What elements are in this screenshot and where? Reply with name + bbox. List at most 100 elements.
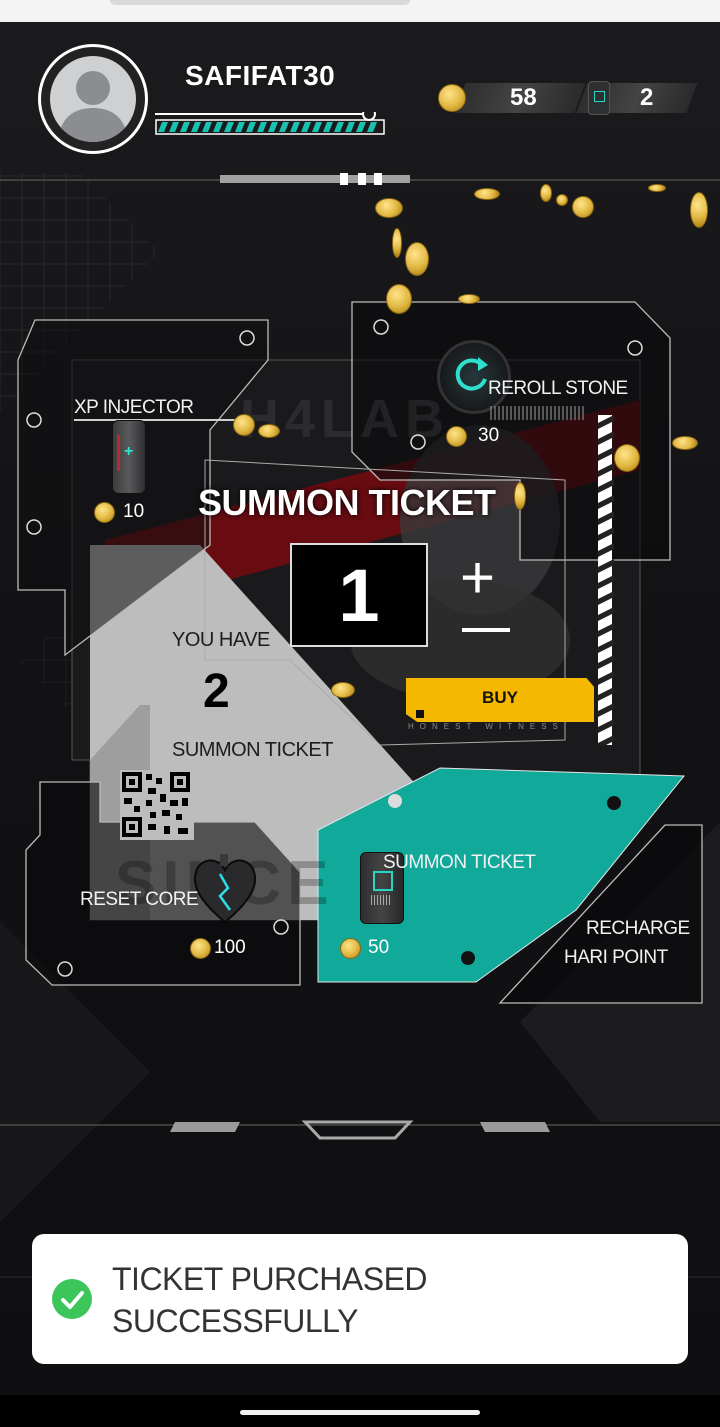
check-circle-icon bbox=[52, 1279, 92, 1319]
coin-count: 58 bbox=[510, 84, 537, 111]
reroll-stone-price: 30 bbox=[478, 425, 500, 446]
xp-segment bbox=[191, 122, 201, 132]
ticket-count: 2 bbox=[640, 84, 654, 111]
qr-code-icon bbox=[120, 770, 194, 840]
hazard-stripe bbox=[598, 655, 614, 669]
coin-icon bbox=[405, 242, 429, 276]
heart-icon bbox=[193, 854, 257, 924]
hazard-stripe bbox=[598, 591, 614, 605]
coin-icon bbox=[614, 444, 640, 472]
hazard-stripe bbox=[598, 623, 614, 637]
navigation-bar bbox=[0, 1395, 720, 1427]
success-toast: TICKET PURCHASED SUCCESSFULLY bbox=[32, 1234, 688, 1364]
coin-icon bbox=[514, 482, 526, 510]
toast-line-2: SUCCESSFULLY bbox=[112, 1303, 358, 1339]
refresh-icon bbox=[455, 357, 488, 391]
hazard-stripe bbox=[598, 639, 614, 653]
decrement-button[interactable] bbox=[462, 628, 510, 632]
toast-message: TICKET PURCHASED SUCCESSFULLY bbox=[112, 1258, 672, 1342]
xp-segment bbox=[268, 122, 278, 132]
recharge-line1: RECHARGE bbox=[586, 918, 690, 939]
ticket-balance: 2 bbox=[572, 78, 698, 118]
buy-label: BUY bbox=[482, 688, 518, 707]
watermark-top: H4LAB bbox=[240, 389, 451, 449]
coin-icon bbox=[572, 196, 594, 218]
hazard-stripe bbox=[598, 719, 614, 733]
xp-injector-price: 10 bbox=[123, 501, 145, 522]
xp-segment bbox=[246, 122, 256, 132]
hazard-stripe bbox=[598, 559, 614, 573]
coin-icon bbox=[540, 184, 552, 202]
hazard-stripe bbox=[598, 447, 614, 461]
hazard-stripe bbox=[598, 431, 614, 445]
coin-icon bbox=[556, 194, 568, 206]
xp-segment bbox=[235, 122, 245, 132]
person-icon bbox=[58, 71, 128, 142]
hazard-stripe bbox=[598, 703, 614, 717]
reroll-stone-icon bbox=[437, 340, 511, 414]
coin-icon bbox=[375, 198, 403, 218]
coin-icon bbox=[386, 284, 412, 314]
xp-segment bbox=[257, 122, 267, 132]
barcode-text bbox=[490, 406, 585, 420]
coin-icon bbox=[690, 192, 708, 228]
hazard-stripe bbox=[598, 671, 614, 685]
xp-segment bbox=[301, 122, 311, 132]
summon-panel-title: SUMMON TICKET bbox=[198, 482, 496, 523]
hazard-stripes bbox=[598, 415, 614, 745]
recharge-line2: HARI POINT bbox=[564, 947, 668, 968]
buy-sublabel: HONEST WITNESS bbox=[408, 722, 564, 731]
quantity-value: 1 bbox=[338, 554, 380, 637]
coin-icon bbox=[474, 188, 500, 200]
avatar-placeholder bbox=[50, 56, 136, 142]
hazard-stripe bbox=[598, 687, 614, 701]
xp-segment bbox=[169, 122, 179, 132]
xp-segment bbox=[323, 122, 333, 132]
coin-icon bbox=[648, 184, 666, 192]
quantity-display[interactable]: 1 bbox=[290, 543, 428, 647]
ticket-icon bbox=[588, 81, 610, 115]
reset-core-label: RESET CORE bbox=[80, 889, 199, 910]
you-have-label: YOU HAVE bbox=[172, 629, 270, 651]
coin-icon bbox=[340, 938, 361, 959]
home-handle[interactable] bbox=[240, 1410, 480, 1415]
injector-icon: + bbox=[112, 420, 146, 494]
xp-segment bbox=[367, 122, 377, 132]
buy-button[interactable]: BUY bbox=[406, 678, 594, 722]
xp-segment bbox=[213, 122, 223, 132]
hazard-stripe bbox=[598, 607, 614, 621]
coin-icon bbox=[331, 682, 355, 698]
username: SAFIFAT30 bbox=[185, 60, 336, 91]
xp-injector-underline bbox=[74, 419, 239, 421]
hazard-stripe bbox=[598, 575, 614, 589]
hazard-stripe bbox=[598, 463, 614, 477]
coin-icon bbox=[438, 84, 466, 112]
avatar[interactable] bbox=[38, 44, 148, 154]
hazard-stripe bbox=[598, 479, 614, 493]
hazard-stripe bbox=[598, 415, 614, 429]
coin-icon bbox=[392, 228, 402, 258]
increment-button[interactable]: + bbox=[460, 544, 496, 611]
coin-icon bbox=[672, 436, 698, 450]
url-pill bbox=[110, 0, 410, 5]
xp-segment bbox=[345, 122, 355, 132]
coin-icon bbox=[458, 294, 480, 304]
coin-icon bbox=[94, 502, 115, 523]
coin-icon bbox=[233, 414, 255, 436]
xp-injector-label: XP INJECTOR bbox=[74, 397, 194, 418]
owned-item-label: SUMMON TICKET bbox=[172, 739, 333, 761]
toast-line-1: TICKET PURCHASED bbox=[112, 1261, 428, 1297]
status-bar bbox=[0, 0, 720, 22]
xp-segment bbox=[279, 122, 289, 132]
owned-count: 2 bbox=[203, 665, 230, 718]
coin-icon bbox=[446, 426, 467, 447]
summon-ticket-label: SUMMON TICKET bbox=[383, 852, 536, 873]
xp-segment bbox=[290, 122, 300, 132]
ticket-icon bbox=[360, 852, 404, 924]
xp-segment bbox=[158, 122, 168, 132]
hazard-stripe bbox=[598, 527, 614, 541]
hazard-stripe bbox=[598, 495, 614, 509]
hazard-stripe bbox=[598, 735, 614, 745]
summon-ticket-price: 50 bbox=[368, 937, 390, 958]
xp-bar bbox=[155, 112, 385, 135]
